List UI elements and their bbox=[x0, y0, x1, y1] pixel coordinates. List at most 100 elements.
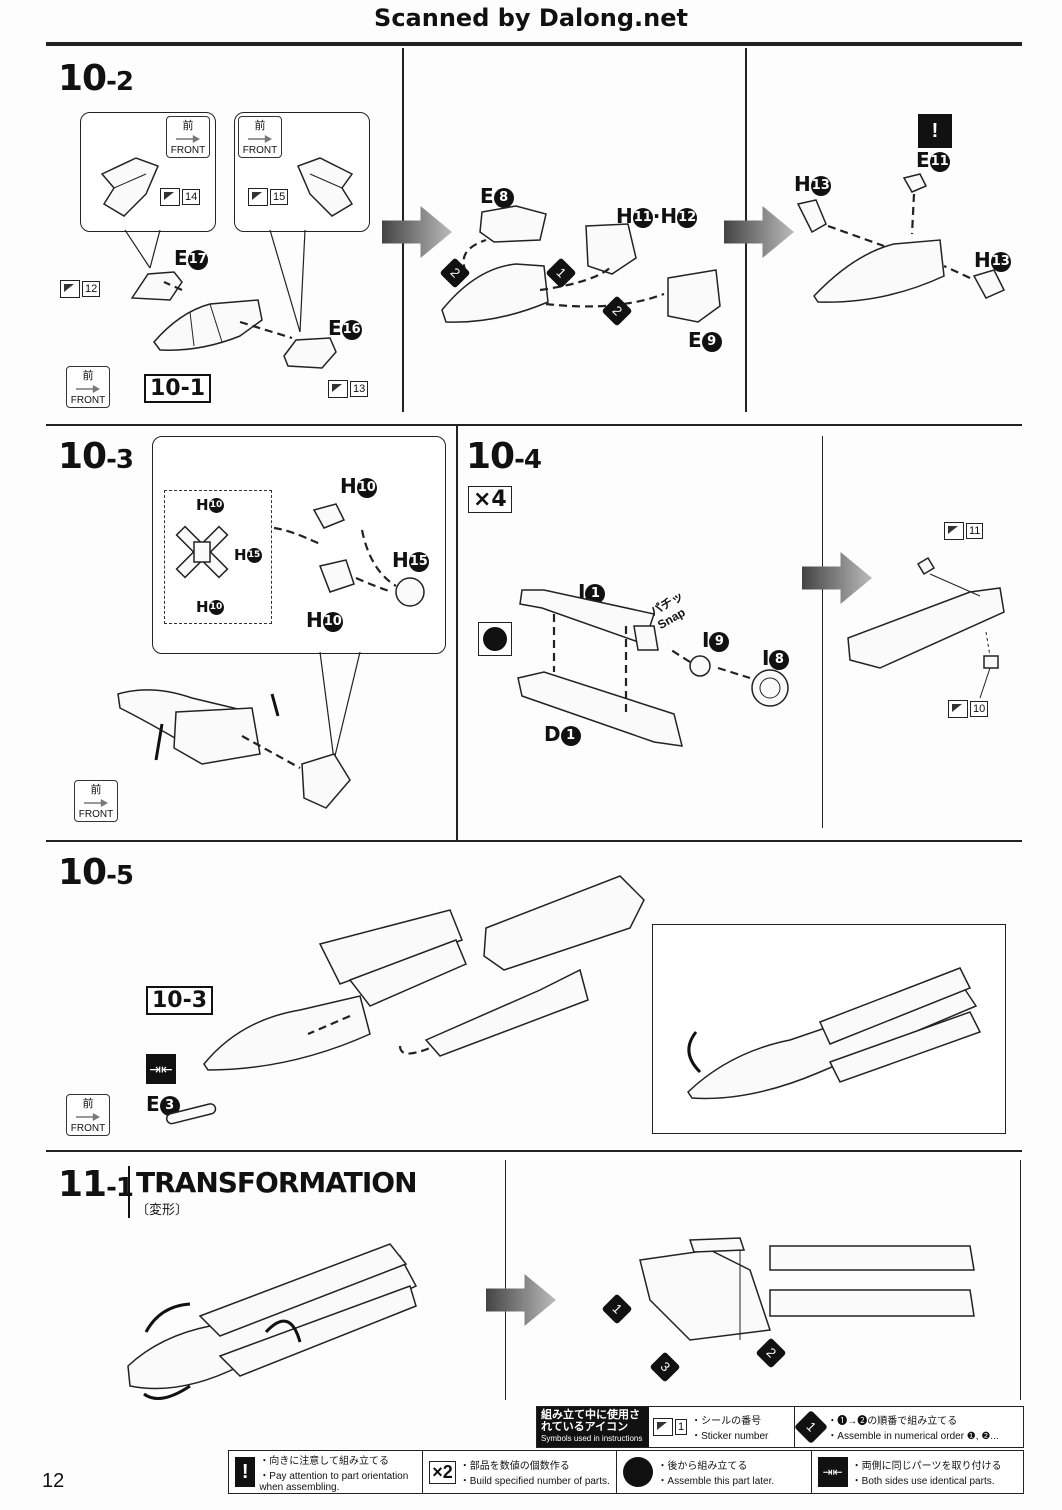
divider bbox=[822, 436, 823, 828]
attention-icon: ! bbox=[918, 114, 952, 148]
part-label-E16: E16 bbox=[328, 316, 362, 340]
legend-both-sides: ⇥⇤ ・両側に同じパーツを取り付ける・Both sides use identi… bbox=[812, 1451, 1023, 1493]
transformation-after-drawing bbox=[639, 1237, 975, 1341]
arm-completed-drawing bbox=[687, 967, 982, 1100]
assemble-later-icon bbox=[623, 1457, 654, 1487]
front-arrow-icon bbox=[176, 135, 200, 143]
order-step-2: 2 bbox=[755, 1337, 787, 1369]
sticker-14: 14 bbox=[160, 188, 201, 206]
divider bbox=[456, 426, 458, 840]
step-10-2: 10-2 bbox=[58, 58, 134, 99]
part-label-H10: H10 bbox=[306, 608, 343, 632]
fin-assembly-drawing bbox=[117, 689, 351, 809]
arm-assembly-drawing bbox=[203, 875, 645, 1071]
fin-assembly-drawing bbox=[153, 299, 263, 351]
front-arrow-icon bbox=[84, 799, 108, 807]
front-arrow-icon bbox=[76, 385, 100, 393]
step-11-1: 11-1 bbox=[58, 1164, 134, 1205]
scan-credit: Scanned by Dalong.net bbox=[374, 4, 688, 32]
divider bbox=[1020, 1160, 1021, 1400]
both-sides-icon: ⇥⇤ bbox=[817, 1457, 848, 1487]
multiplier-icon: ×2 bbox=[429, 1460, 456, 1484]
part-label-H13: H13 bbox=[974, 248, 1011, 272]
order-icon: 1 bbox=[794, 1410, 829, 1444]
step-10-5: 10-5 bbox=[58, 852, 134, 893]
both-sides-icon: ⇥⇤ bbox=[146, 1054, 176, 1084]
page-number: 12 bbox=[42, 1470, 65, 1492]
legend-later: ・後から組み立てる・Assemble this part later. bbox=[617, 1451, 812, 1493]
legend-attention: ! ・向きに注意して組み立てる・Pay attention to part or… bbox=[229, 1451, 424, 1493]
order-step-3: 3 bbox=[649, 1351, 681, 1383]
sticker-icon bbox=[60, 280, 80, 298]
order-step-1: 1 bbox=[601, 1293, 633, 1325]
reference-10-3: 10-3 bbox=[146, 986, 214, 1015]
step-10-4: 10-4 bbox=[466, 436, 542, 477]
part-label-E11: E11 bbox=[916, 148, 950, 172]
sticker-icon bbox=[248, 188, 268, 206]
assembly-drawing bbox=[796, 173, 1006, 303]
sticker-icon bbox=[944, 522, 964, 540]
part-drawing bbox=[283, 337, 337, 369]
divider bbox=[46, 1150, 1022, 1152]
assemble-later-icon bbox=[478, 622, 512, 656]
part-label-H15: H15 bbox=[392, 548, 429, 572]
divider bbox=[46, 424, 1022, 426]
part-label-H10: H10 bbox=[196, 598, 224, 616]
gun-assembled-drawing bbox=[847, 556, 1005, 699]
legend-order: 1 ・❶→❷の順番で組み立てる・Assemble in numerical or… bbox=[794, 1407, 1023, 1447]
sticker-12: 12 bbox=[60, 280, 101, 298]
attention-icon: ! bbox=[235, 1457, 256, 1487]
sticker-icon bbox=[160, 188, 180, 206]
step-10-3: 10-3 bbox=[58, 436, 134, 477]
reference-10-1: 10-1 bbox=[144, 374, 212, 403]
transformation-before-drawing bbox=[127, 1243, 418, 1400]
legend-symbols: ! ・向きに注意して組み立てる・Pay attention to part or… bbox=[228, 1450, 1024, 1494]
pin-drawing bbox=[165, 1103, 217, 1125]
front-arrow-icon bbox=[76, 1113, 100, 1121]
part-drawing bbox=[100, 157, 160, 217]
multiplier-badge: ×4 bbox=[468, 486, 512, 513]
part-drawing bbox=[296, 157, 354, 217]
front-arrow-icon bbox=[248, 135, 272, 143]
divider bbox=[46, 840, 1022, 842]
part-label-E17: E17 bbox=[174, 246, 208, 270]
legend-sticker: 1 ・シールの番号・Sticker number bbox=[649, 1407, 796, 1447]
part-label-H10: H10 bbox=[340, 474, 377, 498]
sticker-13: 13 bbox=[328, 380, 369, 398]
divider bbox=[505, 1160, 506, 1400]
top-rule bbox=[46, 42, 1022, 46]
sticker-10: 10 bbox=[948, 700, 989, 718]
part-label-H15: H15 bbox=[234, 546, 262, 564]
hidden-view-box bbox=[164, 490, 272, 624]
sticker-icon bbox=[948, 700, 968, 718]
part-label-H11-H12: H11·H12 bbox=[616, 204, 698, 228]
part-drawing bbox=[130, 271, 183, 301]
part-label-H13: H13 bbox=[794, 172, 831, 196]
legend-multiplier: ×2 ・部品を数値の個数作る・Build specified number of… bbox=[423, 1451, 618, 1493]
sticker-11: 11 bbox=[944, 522, 984, 540]
sticker-icon bbox=[328, 380, 348, 398]
sticker-15: 15 bbox=[248, 188, 289, 206]
joint-parts-drawing bbox=[273, 503, 425, 607]
joint-cross-drawing bbox=[175, 525, 229, 579]
part-label-H10: H10 bbox=[196, 496, 224, 514]
gun-barrel-drawing bbox=[517, 589, 789, 747]
section-title: TRANSFORMATION 〔変形〕 bbox=[128, 1166, 418, 1218]
assembly-drawing bbox=[441, 205, 721, 323]
